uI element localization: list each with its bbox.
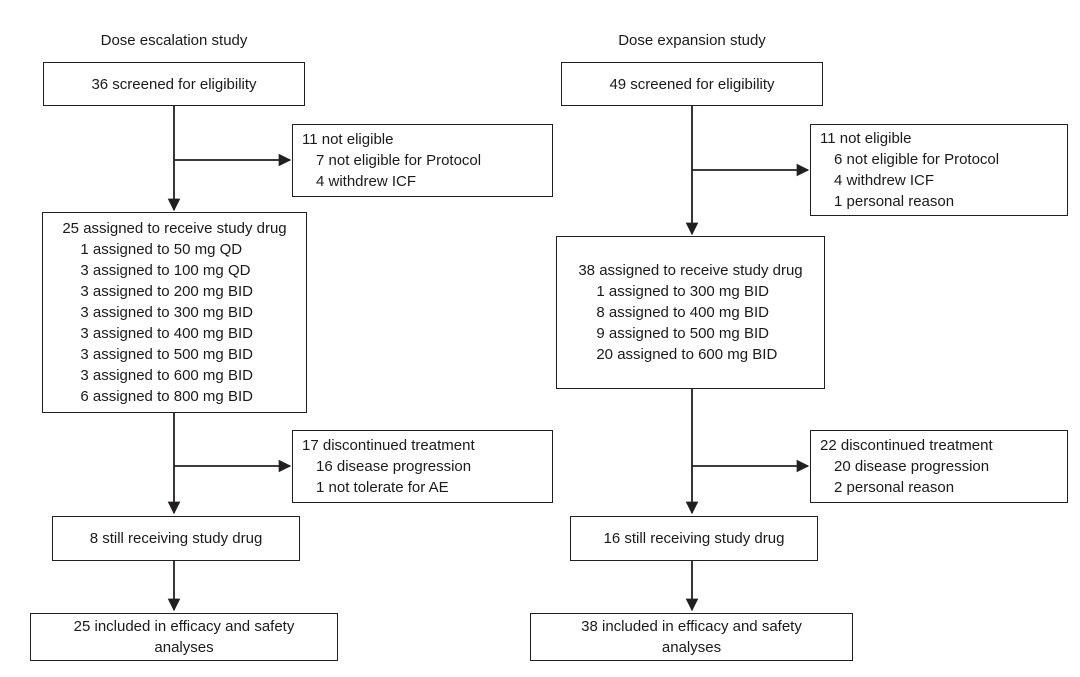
node-line: 38 included in efficacy and safety xyxy=(581,618,802,635)
node-line: analyses xyxy=(661,639,722,656)
node-line: 38 assigned to receive study drug xyxy=(578,262,803,279)
node-analysed-dose-escalation: 25 included in efficacy and safety analy… xyxy=(30,613,338,661)
node-line: 4 withdrew ICF xyxy=(834,172,935,189)
node-line: analyses xyxy=(154,639,214,656)
node-line: 1 assigned to 300 mg BID xyxy=(596,283,769,300)
node-line: 1 personal reason xyxy=(834,193,955,210)
node-line: 1 assigned to 50 mg QD xyxy=(80,241,243,258)
node-line: 25 included in efficacy and safety xyxy=(73,618,295,635)
node-line: 9 assigned to 500 mg BID xyxy=(596,325,769,342)
node-line: 3 assigned to 500 mg BID xyxy=(80,346,253,363)
node-line: 2 personal reason xyxy=(834,479,955,496)
node-line: 20 disease progression xyxy=(834,458,990,475)
node-line: 16 still receiving study drug xyxy=(603,530,785,547)
node-line: 17 discontinued treatment xyxy=(302,437,475,454)
node-line: 49 screened for eligibility xyxy=(609,75,775,93)
node-screened-dose-escalation: 36 screened for eligibility xyxy=(43,62,305,106)
node-line: 6 assigned to 800 mg BID xyxy=(80,388,253,405)
node-not-eligible-dose-escalation: 11 not eligible 7 not eligible for Proto… xyxy=(292,124,553,197)
node-line: 4 withdrew ICF xyxy=(316,173,417,190)
node-line: 3 assigned to 100 mg QD xyxy=(80,262,251,279)
column-title-dose-expansion: Dose expansion study xyxy=(618,32,766,49)
node-line: 36 screened for eligibility xyxy=(91,75,257,93)
node-ongoing-dose-escalation: 8 still receiving study drug xyxy=(52,516,300,561)
node-ongoing-dose-expansion: 16 still receiving study drug xyxy=(570,516,818,561)
node-line: 25 assigned to receive study drug xyxy=(62,220,287,237)
node-line: 6 not eligible for Protocol xyxy=(834,151,1000,168)
node-line: 11 not eligible xyxy=(302,131,394,148)
node-assigned-dose-expansion: 38 assigned to receive study drug 1 assi… xyxy=(556,236,825,389)
node-screened-dose-expansion: 49 screened for eligibility xyxy=(561,62,823,106)
node-line: 20 assigned to 600 mg BID xyxy=(596,346,778,363)
column-title-dose-escalation: Dose escalation study xyxy=(100,32,248,49)
node-line: 3 assigned to 200 mg BID xyxy=(80,283,253,300)
node-line: 8 still receiving study drug xyxy=(89,530,263,547)
node-assigned-dose-escalation: 25 assigned to receive study drug 1 assi… xyxy=(42,212,307,413)
node-discontinued-dose-escalation: 17 discontinued treatment 16 disease pro… xyxy=(292,430,553,503)
node-line: 3 assigned to 600 mg BID xyxy=(80,367,253,384)
node-line: 11 not eligible xyxy=(820,130,912,147)
node-not-eligible-dose-expansion: 11 not eligible 6 not eligible for Proto… xyxy=(810,124,1068,216)
node-line: 16 disease progression xyxy=(316,458,472,475)
node-discontinued-dose-expansion: 22 discontinued treatment 20 disease pro… xyxy=(810,430,1068,503)
node-line: 3 assigned to 400 mg BID xyxy=(80,325,253,342)
node-line: 3 assigned to 300 mg BID xyxy=(80,304,253,321)
node-line: 1 not tolerate for AE xyxy=(316,479,449,496)
node-line: 8 assigned to 400 mg BID xyxy=(596,304,769,321)
node-line: 22 discontinued treatment xyxy=(820,437,993,454)
node-analysed-dose-expansion: 38 included in efficacy and safety analy… xyxy=(530,613,853,661)
node-line: 7 not eligible for Protocol xyxy=(316,152,482,169)
